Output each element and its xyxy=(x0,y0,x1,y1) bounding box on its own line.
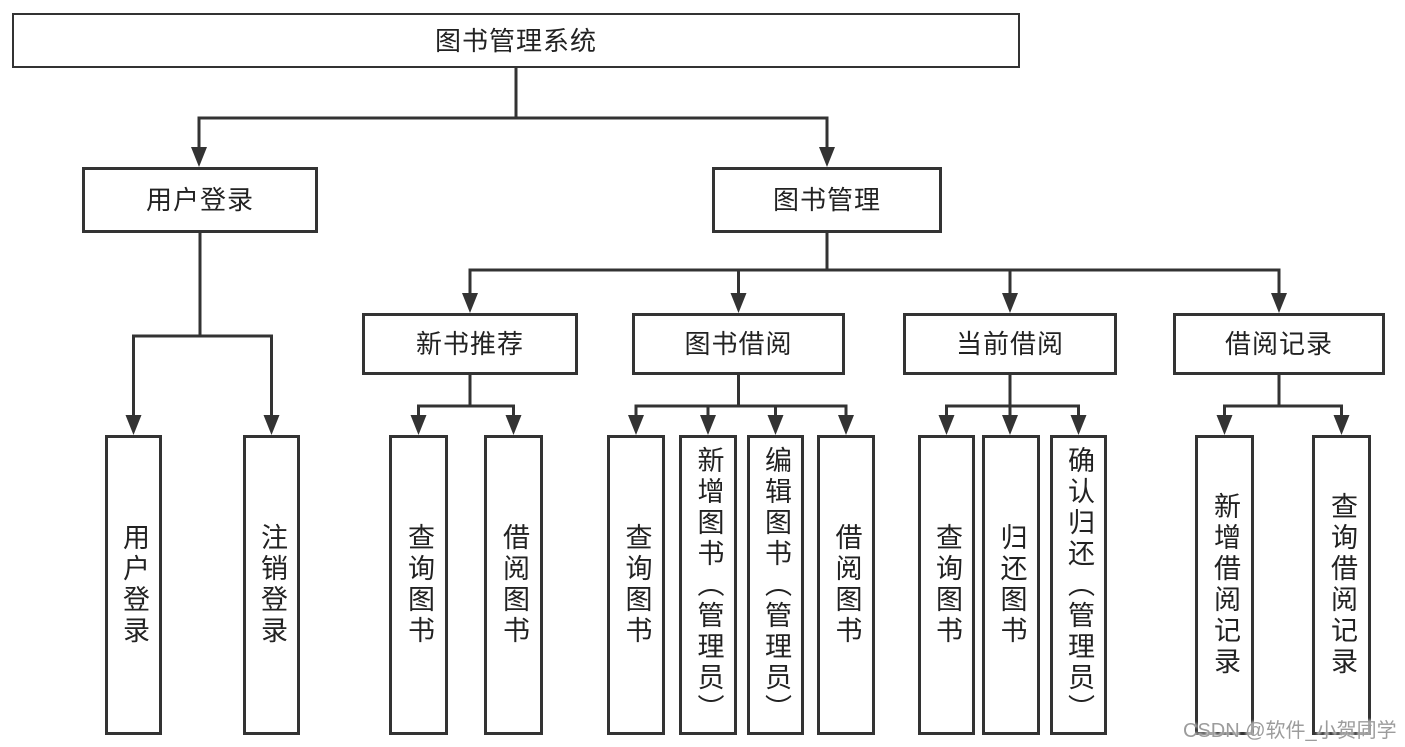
node-label: 用户登录 xyxy=(145,185,254,215)
node-query-borrowing-record: 查询借阅记录 xyxy=(1312,435,1371,735)
node-label: 借阅图书 xyxy=(831,523,862,647)
node-user-login-leaf: 用户登录 xyxy=(105,435,162,735)
node-label: 新书推荐 xyxy=(415,329,524,359)
node-book-management: 图书管理 xyxy=(712,167,942,233)
node-label: 注销登录 xyxy=(257,523,287,647)
node-return-book: 归还图书 xyxy=(982,435,1040,735)
node-current-borrowing: 当前借阅 xyxy=(903,313,1117,375)
node-label: 查询图书 xyxy=(932,523,962,647)
node-label: 图书管理系统 xyxy=(434,25,597,56)
node-label: 编辑图书（管理员） xyxy=(761,445,791,725)
node-label: 查询借阅记录 xyxy=(1327,492,1357,678)
node-label: 查询图书 xyxy=(621,523,652,647)
node-edit-book-admin: 编辑图书（管理员） xyxy=(747,435,804,735)
node-borrowing-records: 借阅记录 xyxy=(1173,313,1385,375)
node-label: 新增图书（管理员） xyxy=(693,445,724,725)
node-label: 确认归还（管理员） xyxy=(1064,445,1094,725)
node-query-books-borrowing: 查询图书 xyxy=(607,435,665,735)
node-label: 用户登录 xyxy=(119,523,149,647)
node-label: 借阅记录 xyxy=(1224,329,1333,359)
watermark-text: CSDN @软件_小贺同学 xyxy=(1183,720,1397,742)
node-logout: 注销登录 xyxy=(243,435,300,735)
node-label: 归还图书 xyxy=(996,523,1027,647)
node-add-borrowing-record: 新增借阅记录 xyxy=(1195,435,1254,735)
node-query-books-current: 查询图书 xyxy=(918,435,975,735)
node-confirm-return-admin: 确认归还（管理员） xyxy=(1050,435,1107,735)
node-label: 查询图书 xyxy=(404,523,434,647)
node-new-book-recommendation: 新书推荐 xyxy=(362,313,578,375)
node-label: 新增借阅记录 xyxy=(1210,492,1240,678)
node-query-books-recommend: 查询图书 xyxy=(389,435,448,735)
node-borrow-books: 借阅图书 xyxy=(817,435,875,735)
node-label: 借阅图书 xyxy=(499,523,529,647)
node-label: 图书管理 xyxy=(772,185,881,215)
node-borrow-books-recommend: 借阅图书 xyxy=(484,435,543,735)
node-library-management-system: 图书管理系统 xyxy=(12,13,1020,68)
node-add-book-admin: 新增图书（管理员） xyxy=(679,435,737,735)
node-user-login: 用户登录 xyxy=(82,167,318,233)
node-label: 图书借阅 xyxy=(684,329,793,359)
node-label: 当前借阅 xyxy=(955,329,1064,359)
node-book-borrowing: 图书借阅 xyxy=(632,313,845,375)
